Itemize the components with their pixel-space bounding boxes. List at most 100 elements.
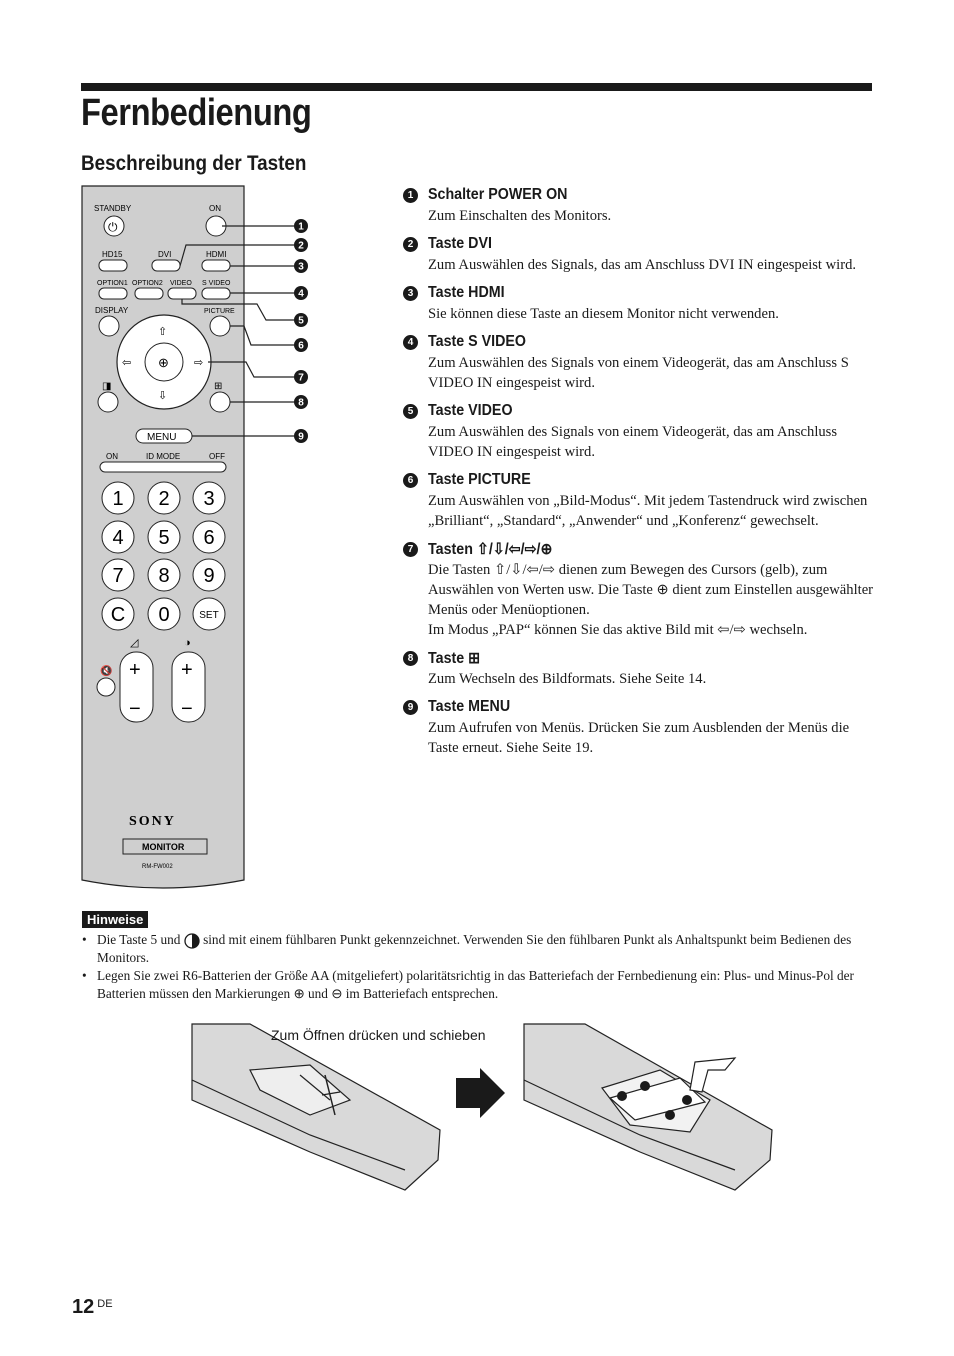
keypad-label: 1 bbox=[112, 488, 123, 510]
keypad-button bbox=[147, 481, 181, 515]
item-paragraph: Sie können diese Taste an diesem Monitor… bbox=[428, 306, 779, 322]
svg-text:−: − bbox=[129, 698, 141, 720]
item-paragraph: Die Tasten ⇧/⇩/⇦/⇨ dienen zum Bewegen de… bbox=[428, 562, 874, 618]
minus-mark-icon: ⊖ bbox=[331, 986, 343, 1001]
item-number-badge: 7 bbox=[403, 541, 418, 557]
svg-text:S VIDEO: S VIDEO bbox=[202, 280, 231, 287]
callout-number: 9 bbox=[298, 432, 304, 443]
item-body: Zum Aufrufen von Menüs. Drücken Sie zum … bbox=[428, 718, 875, 758]
item-paragraph: Zum Auswählen des Signals von einem Vide… bbox=[428, 424, 838, 460]
keypad-button bbox=[101, 520, 135, 554]
item-body: Zum Auswählen des Signals von einem Vide… bbox=[428, 353, 875, 393]
item-paragraph: Zum Wechseln des Bildformats. Siehe Seit… bbox=[428, 671, 707, 687]
item-title: Taste ⊞ bbox=[428, 649, 481, 667]
item-number-badge: 5 bbox=[403, 403, 418, 419]
keypad-button bbox=[101, 597, 135, 631]
page-number: 12 bbox=[72, 1296, 95, 1318]
svg-text:−: − bbox=[181, 698, 193, 720]
note-item: Legen Sie zwei R6-Batterien der Größe AA… bbox=[82, 967, 874, 1003]
enter-icon: ⊕ bbox=[158, 355, 169, 370]
item-title: Tasten ⇧/⇩/⇦/⇨/⊕ bbox=[428, 540, 553, 558]
notes-label: Hinweise bbox=[82, 911, 149, 928]
remote-control-illustration: STANDBY ⏻ ON HD15 DVI HDMI OPTION1 OPTIO… bbox=[81, 185, 308, 889]
svg-text:HD15: HD15 bbox=[102, 250, 123, 259]
item-title: Schalter POWER ON bbox=[428, 186, 568, 203]
page-title: Fernbedienung bbox=[81, 92, 312, 134]
item-body: Zum Auswählen des Signals, das am Anschl… bbox=[428, 255, 875, 275]
plus-mark-icon: ⊕ bbox=[293, 986, 305, 1001]
svg-text:ID MODE: ID MODE bbox=[146, 452, 180, 461]
keypad-button bbox=[192, 481, 226, 515]
brightness-icon: ◑ bbox=[184, 637, 191, 649]
svg-text:OFF: OFF bbox=[209, 452, 225, 461]
sony-logo: SONY bbox=[129, 814, 176, 829]
pip-icon: ◨ bbox=[102, 381, 111, 392]
callout-number: 4 bbox=[298, 289, 304, 300]
keypad-label: 0 bbox=[158, 604, 169, 626]
item-paragraph: Zum Auswählen des Signals von einem Vide… bbox=[428, 355, 849, 391]
callout-number: 5 bbox=[298, 316, 304, 327]
callout-markers: 1 2 3 4 5 6 7 8 9 bbox=[294, 219, 308, 443]
item-number-badge: 3 bbox=[403, 285, 418, 301]
description-item: 9 Taste MENU Zum Aufrufen von Menüs. Drück… bbox=[403, 696, 875, 758]
svg-text:DISPLAY: DISPLAY bbox=[95, 306, 129, 315]
item-number-badge: 8 bbox=[403, 650, 418, 666]
description-item: 7 Tasten ⇧/⇩/⇦/⇨/⊕ Die Tasten ⇧/⇩/⇦/⇨ dien… bbox=[403, 538, 875, 640]
callout-number: 8 bbox=[298, 398, 304, 409]
keypad-button bbox=[192, 597, 226, 631]
item-paragraph: Zum Einschalten des Monitors. bbox=[428, 208, 612, 224]
item-body: Zum Wechseln des Bildformats. Siehe Seit… bbox=[428, 669, 875, 689]
callout-number: 3 bbox=[298, 262, 304, 273]
description-item: 5 Taste VIDEO Zum Auswählen des Signals vo… bbox=[403, 400, 875, 462]
battery-callout: Zum Öffnen drücken und schieben bbox=[271, 1027, 486, 1043]
svg-text:RM-FW002: RM-FW002 bbox=[142, 864, 173, 870]
keypad-label: 8 bbox=[158, 565, 169, 587]
callout-marker bbox=[294, 219, 308, 233]
callout-number: 6 bbox=[298, 341, 304, 352]
arrow-up-icon: ⇧ bbox=[158, 326, 167, 338]
callout-marker bbox=[294, 338, 308, 352]
callout-number: 1 bbox=[298, 222, 304, 233]
callout-marker bbox=[294, 286, 308, 300]
item-title: Taste S VIDEO bbox=[428, 333, 527, 350]
keypad-label: 4 bbox=[112, 527, 123, 549]
mute-icon: 🔇 bbox=[100, 664, 112, 677]
arrow-left-icon: ⇦ bbox=[122, 357, 131, 369]
keypad-button bbox=[147, 520, 181, 554]
keypad-label: C bbox=[111, 604, 125, 626]
svg-text:MONITOR: MONITOR bbox=[142, 842, 185, 852]
keypad-button bbox=[101, 558, 135, 592]
keypad-button bbox=[147, 597, 181, 631]
item-number-badge: 9 bbox=[403, 699, 418, 715]
item-paragraph: Zum Aufrufen von Menüs. Drücken Sie zum … bbox=[428, 720, 850, 756]
description-item: 8 Taste ⊞ Zum Wechseln des Bildformats. Si… bbox=[403, 647, 875, 689]
item-title: Taste VIDEO bbox=[428, 402, 513, 419]
callout-number: 7 bbox=[298, 373, 304, 384]
description-heading: 5 Taste VIDEO bbox=[403, 400, 875, 422]
remote-label-on: ON bbox=[209, 204, 221, 213]
keypad-label: 2 bbox=[158, 488, 169, 510]
keypad-label: 3 bbox=[203, 488, 214, 510]
wide-icon: ⊞ bbox=[214, 381, 222, 392]
callout-marker bbox=[294, 313, 308, 327]
svg-text:PICTURE: PICTURE bbox=[204, 308, 235, 315]
svg-text:MENU: MENU bbox=[147, 432, 176, 443]
item-body: Zum Auswählen von „Bild-Modus“. Mit jede… bbox=[428, 491, 875, 531]
svg-text:+: + bbox=[129, 659, 141, 681]
keypad-button bbox=[192, 558, 226, 592]
keypad-label: 6 bbox=[203, 527, 214, 549]
item-title: Taste HDMI bbox=[428, 284, 505, 301]
svg-text:VIDEO: VIDEO bbox=[170, 280, 192, 287]
item-paragraph: Zum Auswählen des Signals, das am Anschl… bbox=[428, 257, 857, 273]
callout-marker bbox=[294, 259, 308, 273]
svg-text:+: + bbox=[181, 659, 193, 681]
callout-number: 2 bbox=[298, 241, 304, 252]
item-title: Taste DVI bbox=[428, 235, 492, 252]
item-title: Taste MENU bbox=[428, 698, 511, 715]
